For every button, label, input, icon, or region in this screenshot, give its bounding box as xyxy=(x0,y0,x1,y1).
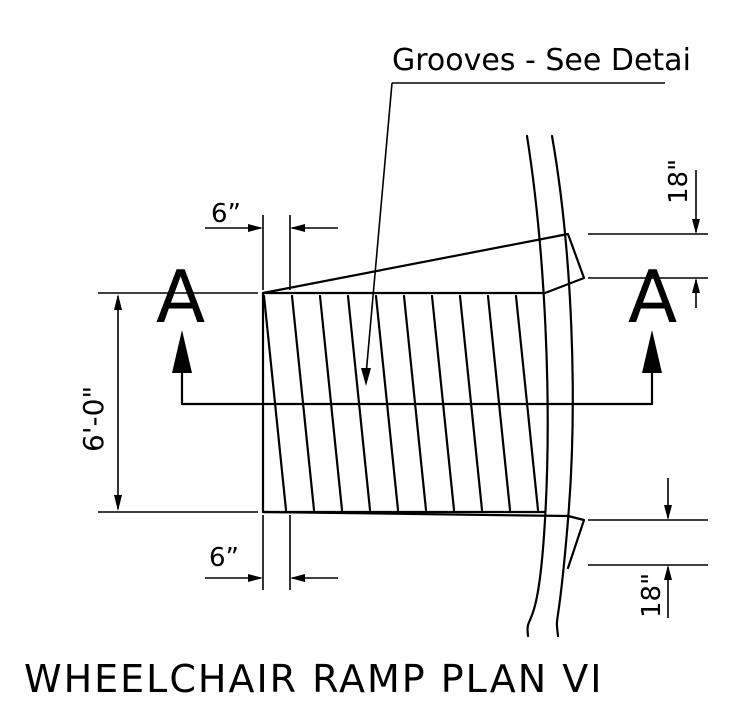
bottom-flare xyxy=(261,510,586,570)
dimension-ramp-width: 6'-0" xyxy=(77,292,258,513)
section-line: A A xyxy=(156,255,677,406)
section-mark-left: A xyxy=(156,255,205,339)
dimension-arrow xyxy=(290,574,305,582)
curb-line-inner xyxy=(525,134,549,638)
grooves-callout: Grooves - See Detai xyxy=(361,43,691,386)
dimension-arrow xyxy=(692,219,700,234)
callout-text: Grooves - See Detai xyxy=(392,43,691,78)
dimension-arrow xyxy=(664,565,672,580)
dimension-arrow xyxy=(114,294,122,310)
dimension-arrow xyxy=(290,224,305,232)
dimension-top-flare: 18" xyxy=(588,159,708,308)
ramp-outline xyxy=(261,232,586,570)
dimension-text: 6” xyxy=(209,543,239,573)
top-flare xyxy=(261,232,586,295)
dimension-bottom-flare: 18" xyxy=(588,478,708,618)
dimension-top-offset: 6” xyxy=(205,199,338,290)
dimension-arrow xyxy=(248,224,263,232)
callout-leader xyxy=(365,82,393,376)
section-cut-line xyxy=(180,348,654,406)
section-mark-right: A xyxy=(628,255,677,339)
callout-arrowhead xyxy=(361,368,371,386)
dimension-arrow xyxy=(692,278,700,293)
dimension-text: 6” xyxy=(211,199,241,229)
dimension-arrow xyxy=(114,495,122,511)
dimension-bottom-offset: 6” xyxy=(205,515,338,590)
dimension-text: 18" xyxy=(637,573,667,618)
dimension-arrow xyxy=(248,574,263,582)
dimension-text: 6'-0" xyxy=(77,386,110,452)
dimension-arrow xyxy=(664,505,672,520)
curb-lines xyxy=(525,134,574,638)
drawing-title: WHEELCHAIR RAMP PLAN VI xyxy=(24,657,603,701)
section-arrow-left xyxy=(172,330,192,373)
section-arrow-right xyxy=(642,330,662,373)
dimension-text: 18" xyxy=(664,159,694,204)
